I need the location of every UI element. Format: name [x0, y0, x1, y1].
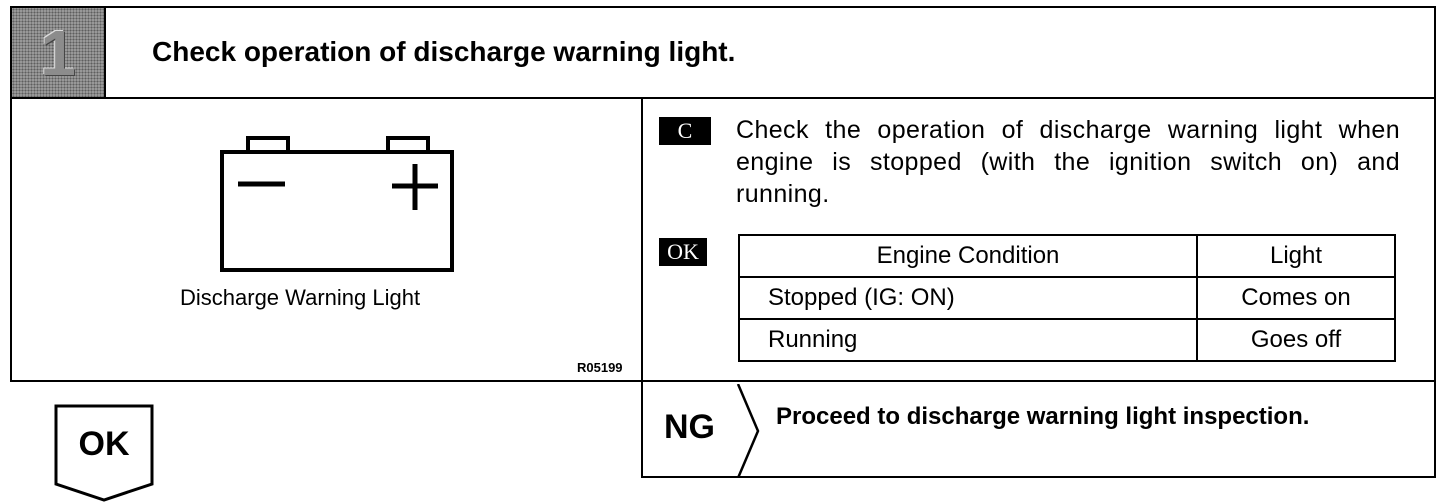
ng-frame [641, 380, 1436, 478]
ng-label: NG [664, 408, 715, 446]
table-cell: Stopped (IG: ON) [738, 276, 1198, 320]
step-title: Check operation of discharge warning lig… [152, 36, 736, 67]
table-cell: Goes off [1196, 318, 1396, 362]
battery-icon [220, 136, 454, 272]
ng-instruction: Proceed to discharge warning light inspe… [776, 403, 1310, 430]
table-header-row: Engine Condition Light [738, 234, 1396, 278]
ok-label: OK [78, 425, 130, 463]
column-divider [641, 98, 643, 478]
ok-tag: OK [659, 238, 707, 266]
figure-caption: Discharge Warning Light [180, 285, 421, 310]
step-number: 1 [40, 16, 76, 89]
table-header-cell: Engine Condition [738, 234, 1198, 278]
table-cell: Comes on [1196, 276, 1396, 320]
criteria-table: Engine Condition Light Stopped (IG: ON) … [738, 234, 1396, 362]
step-number-box: 1 [12, 8, 106, 97]
table-cell: Running [738, 318, 1198, 362]
header-divider [10, 97, 1436, 99]
step-frame [10, 6, 1436, 382]
table-row: Running Goes off [738, 318, 1396, 362]
ok-arrow-icon [54, 404, 154, 502]
check-tag: C [659, 117, 711, 145]
chevron-right-icon [736, 384, 760, 478]
table-row: Stopped (IG: ON) Comes on [738, 276, 1396, 320]
figure-id: R05199 [577, 360, 623, 375]
check-instruction: Check the operation of discharge warning… [736, 116, 1400, 208]
table-header-cell: Light [1196, 234, 1396, 278]
